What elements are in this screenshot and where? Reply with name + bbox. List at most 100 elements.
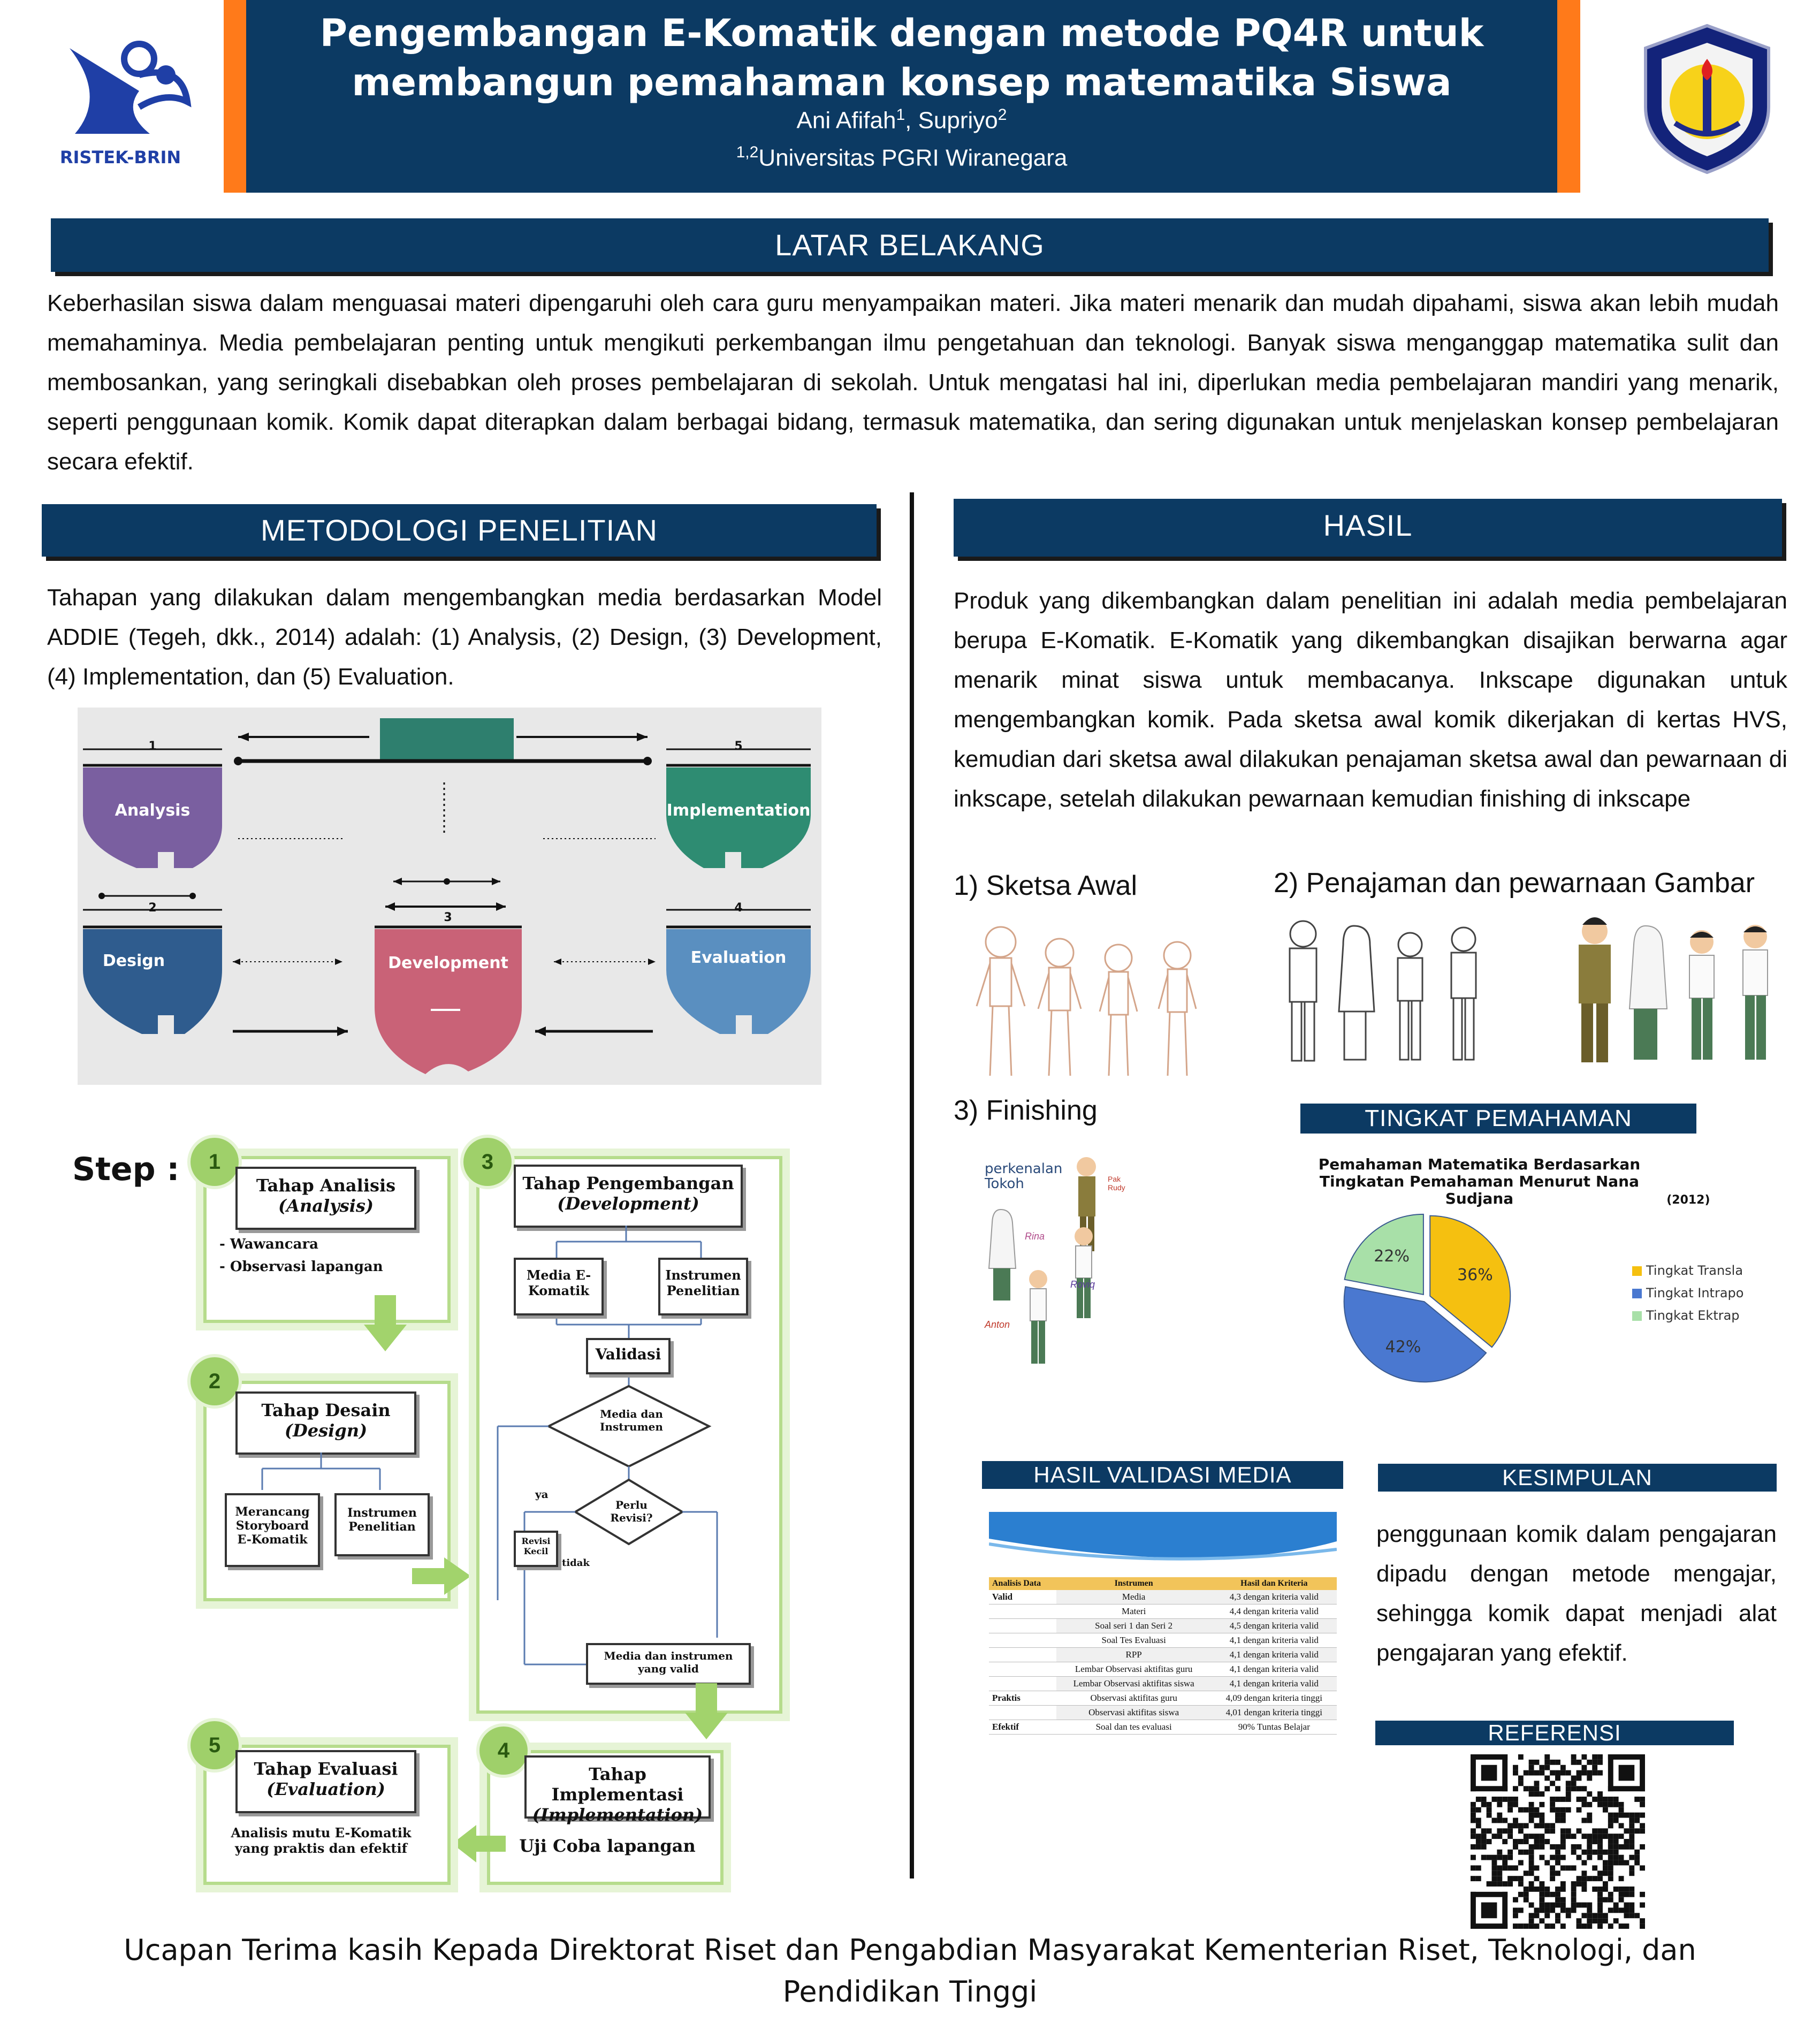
legend-item-1: Tingkat Transla (1632, 1263, 1743, 1278)
metodologi-text: Tahapan yang dilakukan dalam mengembangk… (47, 584, 882, 690)
hasil-text: Produk yang dikembangkan dalam penelitia… (954, 588, 1787, 812)
table-cell: 4,1 dengan kriteria valid (1211, 1633, 1337, 1648)
legend-swatch-1 (1632, 1266, 1642, 1276)
ristek-logo-icon (70, 41, 192, 134)
step-3-tidak: tidak (562, 1557, 590, 1569)
sketch-figures-icon (976, 926, 1197, 1076)
step-5-item: Analisis mutu E-Komatik yang praktis dan… (231, 1825, 412, 1856)
validasi-header-cell: Instrumen (1056, 1577, 1212, 1590)
step-3-box-2-text: Instrumen Penelitian (665, 1267, 741, 1298)
step-2-box-1-text: Merancang Storyboard E-Komatik (235, 1505, 310, 1547)
referensi-heading: REFERENSI (1375, 1721, 1734, 1745)
colored-figures-icon (1579, 917, 1768, 1062)
chart-title: Pemahaman Matematika Berdasarkan Tingkat… (1284, 1156, 1723, 1209)
addie-diagram: 1 Analysis 5 Implementation 2 Design 3 D… (78, 708, 821, 1085)
step-4-item: Uji Coba lapangan (519, 1836, 696, 1856)
step-3-diamond-2: Perlu Revisi? (610, 1499, 653, 1524)
addie-implementation-shape (666, 767, 811, 868)
footer-line-2: Pendidikan Tinggi (782, 1975, 1038, 2009)
legend-label-3: Tingkat Ektrap (1646, 1308, 1740, 1323)
table-cell (989, 1705, 1056, 1720)
finishing-name-3: Roviq (1070, 1279, 1095, 1290)
step-1-item-1: - Wawancara (219, 1236, 318, 1252)
table-cell: Materi (1056, 1604, 1212, 1619)
table-cell (989, 1662, 1056, 1677)
step-5-title: Tahap Evaluasi (254, 1759, 398, 1779)
pie-svg: 36%42%22% (1343, 1213, 1511, 1383)
table-cell (989, 1618, 1056, 1633)
step-1-title: Tahap Analisis (256, 1175, 396, 1196)
legend-item-3: Tingkat Ektrap (1632, 1308, 1740, 1323)
finishing-image: perkenalan Tokoh Pak Rudy Rina Roviq Ant… (979, 1151, 1151, 1375)
table-cell: 4,1 dengan kriteria valid (1211, 1662, 1337, 1677)
legend-label-2: Tingkat Intrapo (1646, 1286, 1744, 1300)
pie-label-2: 42% (1385, 1337, 1421, 1356)
table-cell (989, 1633, 1056, 1648)
step-3-box-1-text: Media E-Komatik (526, 1267, 591, 1298)
legend-item-2: Tingkat Intrapo (1632, 1286, 1743, 1300)
affiliation-sup: 1,2 (736, 143, 759, 161)
pemahaman-heading-text: TINGKAT PEMAHAMAN (1365, 1105, 1632, 1131)
latar-belakang-heading: LATAR BELAKANG (51, 218, 1769, 272)
table-cell: Soal Tes Evaluasi (1056, 1633, 1212, 1648)
qr-code-icon[interactable] (1471, 1754, 1645, 1929)
step-3-arrow-icon (685, 1683, 728, 1739)
table-cell: RPP (1056, 1647, 1212, 1662)
kesimpulan-text: penggunaan komik dalam pengajaran dipadu… (1376, 1521, 1777, 1666)
authors: Ani Afifah1, Supriyo2 (246, 106, 1557, 134)
step-3-final: Media dan instrumen yang valid (604, 1649, 733, 1675)
table-cell (989, 1676, 1056, 1691)
table-cell: Lembar Observasi aktifitas siswa (1056, 1676, 1212, 1691)
finishing-name-2: Rina (1025, 1231, 1045, 1242)
addie-n2: 2 (148, 901, 157, 915)
step-4-sub: (Implementation) (532, 1805, 703, 1825)
step-2-arrow-icon (412, 1557, 471, 1595)
chart-title-year: (2012) (1666, 1193, 1710, 1207)
table-cell: 4,1 dengan kriteria valid (1211, 1676, 1337, 1691)
addie-design-label: Design (102, 952, 165, 970)
table-cell: 4,01 dengan kriteria tinggi (1211, 1705, 1337, 1720)
author-1-sup: 1 (896, 106, 905, 124)
footer-line-1: Ucapan Terima kasih Kepada Direktorat Ri… (124, 1933, 1696, 1967)
author-2-sup: 2 (997, 106, 1007, 124)
table-cell: Observasi aktifitas guru (1056, 1691, 1212, 1706)
table-cell: Media (1056, 1590, 1212, 1604)
validasi-header-cell: Analisis Data (989, 1577, 1056, 1590)
step-flow: 1 Tahap Analisis (Analysis) - Wawancara … (187, 1135, 782, 1885)
step-3-final-box: Media dan instrumen yang valid (586, 1643, 751, 1685)
step-2-box-1: Merancang Storyboard E-Komatik (225, 1493, 320, 1567)
table-cell: Soal dan tes evaluasi (1056, 1720, 1212, 1735)
addie-top-box (380, 718, 514, 761)
wave-banner-icon (988, 1512, 1337, 1561)
latar-belakang-heading-text: LATAR BELAKANG (775, 228, 1045, 262)
pie-chart: Pemahaman Matematika Berdasarkan Tingkat… (1284, 1151, 1745, 1397)
hasil-heading: HASIL (954, 499, 1782, 557)
finishing-figures-icon (988, 1157, 1096, 1364)
step-2-connector-icon (261, 1452, 381, 1490)
step-3-box-1: Media E-Komatik (514, 1258, 604, 1315)
step-3-title-box: Tahap Pengembangan (Development) (514, 1165, 743, 1228)
affiliation-name: Universitas PGRI Wiranegara (758, 144, 1068, 171)
table-cell: 90% Tuntas Belajar (1211, 1720, 1337, 1735)
addie-n1: 1 (148, 740, 157, 753)
table-cell: Soal seri 1 dan Seri 2 (1056, 1618, 1212, 1633)
step-3-sub: (Development) (557, 1193, 699, 1214)
latar-belakang-text: Keberhasilan siswa dalam menguasai mater… (47, 290, 1779, 475)
lineart-figures-icon (1289, 920, 1477, 1062)
step-3-diamond-1: Media dan Instrumen (600, 1408, 663, 1433)
chart-title-text: Pemahaman Matematika Berdasarkan Tingkat… (1318, 1155, 1641, 1207)
finishing-name-4: Anton (985, 1319, 1010, 1330)
kesimpulan-heading: KESIMPULAN (1378, 1464, 1777, 1492)
title-line-1: Pengembangan E-Komatik dengan metode PQ4… (319, 11, 1484, 55)
step-3-flow-icon (497, 1226, 718, 1665)
table-cell: Valid (989, 1590, 1056, 1604)
